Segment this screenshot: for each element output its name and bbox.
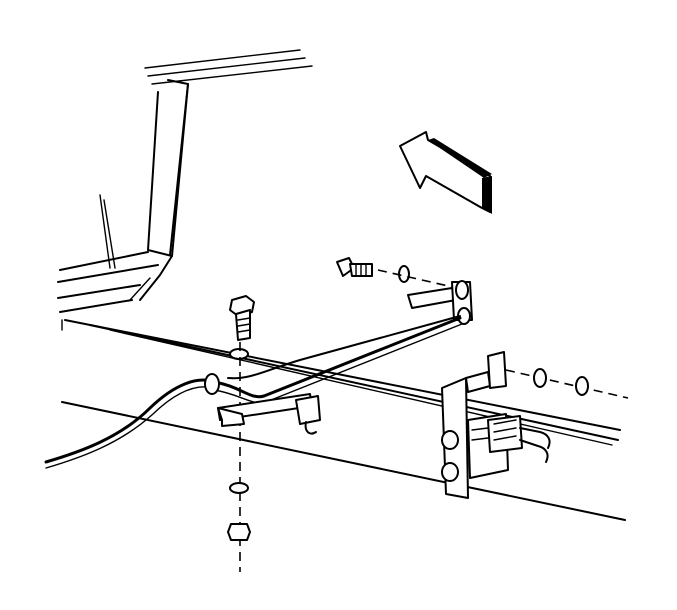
electrical-connector (471, 415, 551, 463)
washer (398, 265, 410, 283)
body-panel (57, 49, 313, 313)
retaining-bolt (336, 257, 373, 277)
front-direction-arrow (399, 131, 492, 214)
frame-rail (61, 319, 626, 521)
pipe-clip (407, 280, 473, 325)
side-washers (505, 368, 629, 399)
vertical-bolt (227, 295, 255, 572)
pipe-support-bracket (217, 393, 321, 435)
mounting-bracket (441, 351, 509, 499)
